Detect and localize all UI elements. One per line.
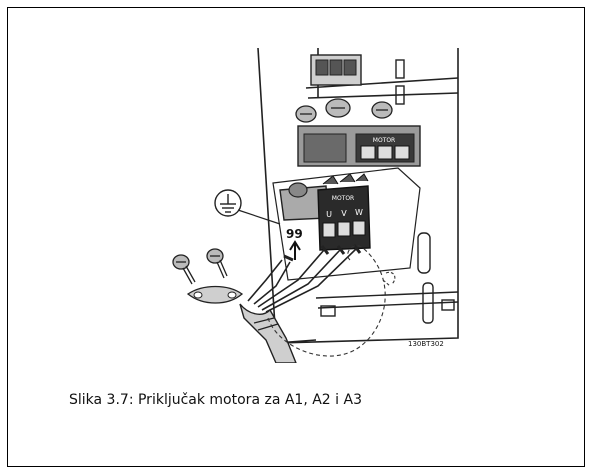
- top-screws: [295, 98, 393, 123]
- terminal-label-u: U: [326, 210, 332, 219]
- housing-slots: [395, 59, 434, 324]
- terminal-label-w: W: [355, 208, 363, 217]
- ground-terminal-label: 99: [286, 227, 303, 241]
- terminal-label-v: V: [341, 209, 347, 218]
- part-number: 130BT302: [408, 340, 444, 348]
- upper-connector-label: MOTOR: [373, 137, 395, 144]
- motor-cable-wires: [247, 244, 362, 313]
- cable-clamp: [186, 285, 244, 304]
- housing-base: [315, 291, 459, 317]
- shield-clamp-guide: [382, 271, 396, 287]
- plug-header-label: MOTOR: [332, 195, 354, 202]
- motor-connection-figure: MOTOR 99: [158, 18, 468, 363]
- ground-icon: [214, 189, 281, 225]
- top-terminal-block: [310, 54, 362, 86]
- terminal-plate-outline: [272, 167, 421, 281]
- figure-caption: Slika 3.7: Priključak motora za A1, A2 i…: [69, 392, 362, 408]
- upper-motor-connector: MOTOR: [297, 125, 421, 167]
- shield-loop-path: [267, 245, 386, 357]
- motor-connection-illustration: MOTOR 99: [172, 47, 459, 363]
- ground-terminal: 99: [279, 182, 329, 260]
- uvw-motor-plug: MOTOR U V W: [317, 173, 371, 251]
- clamp-screws: [172, 248, 228, 285]
- page-frame: MOTOR 99: [7, 7, 585, 467]
- motor-cable: [239, 303, 297, 363]
